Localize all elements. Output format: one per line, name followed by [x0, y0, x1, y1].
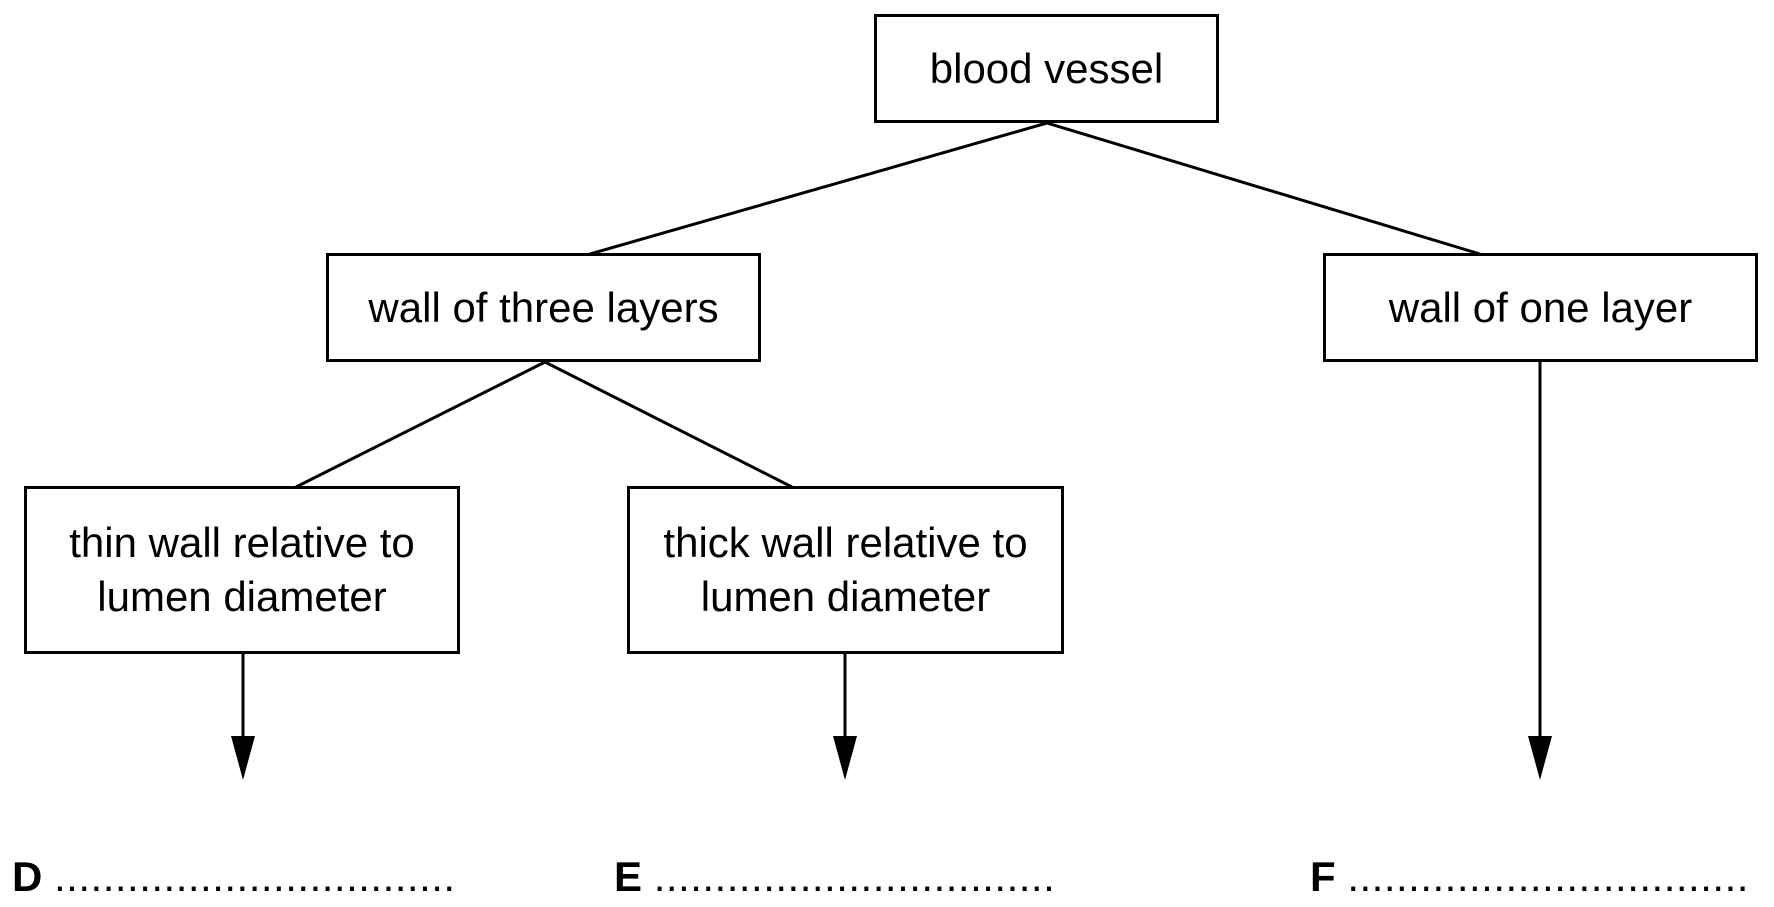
connector-three-layers-to-thin — [295, 360, 546, 489]
answer-blank-f[interactable]: ................................. — [1347, 853, 1749, 900]
node-wall-of-three-layers: wall of three layers — [326, 253, 761, 362]
node-blood-vessel: blood vessel — [874, 14, 1219, 123]
connector-root-to-one-layer — [1046, 121, 1481, 256]
node-wall-of-one-layer: wall of one layer — [1323, 253, 1758, 362]
node-thick-wall: thick wall relative to lumen diameter — [627, 486, 1064, 654]
answer-line-f: F ................................. — [1310, 852, 1749, 902]
connector-three-layers-to-thick — [544, 360, 793, 489]
arrowhead-e — [833, 736, 857, 780]
answer-line-e: E ................................. — [614, 852, 1055, 902]
answer-blank-e[interactable]: ................................. — [653, 853, 1056, 900]
arrowhead-d — [231, 736, 255, 780]
answer-letter-d: D — [12, 853, 43, 900]
connector-root-to-three-layers — [589, 121, 1048, 256]
arrowhead-f — [1528, 736, 1552, 780]
answer-letter-f: F — [1310, 853, 1336, 900]
answer-blank-d[interactable]: ................................. — [54, 853, 456, 900]
answer-letter-e: E — [614, 853, 643, 900]
node-thin-wall: thin wall relative to lumen diameter — [24, 486, 460, 654]
answer-line-d: D ................................. — [12, 852, 456, 902]
